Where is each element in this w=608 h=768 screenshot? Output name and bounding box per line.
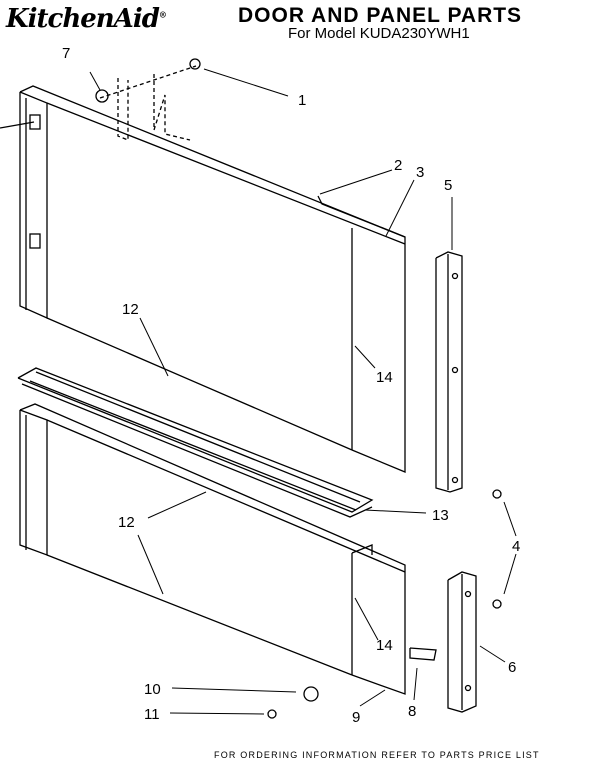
callout-12a: 12	[122, 301, 139, 318]
callout-2: 2	[394, 157, 402, 174]
callout-9: 9	[352, 709, 360, 726]
callout-10: 10	[144, 681, 161, 698]
brand-logo: KitchenAid®	[6, 4, 167, 34]
callout-13: 13	[432, 507, 449, 524]
panel-strip	[317, 195, 406, 238]
callout-11: 11	[144, 706, 160, 723]
callout-1: 1	[298, 92, 306, 109]
screw-parts	[95, 58, 502, 719]
lower-door-panel	[19, 403, 406, 695]
brand-text: KitchenAid	[6, 4, 160, 34]
callout-4: 4	[512, 538, 520, 555]
trim-strip	[17, 367, 374, 518]
upper-door-panel	[0, 85, 406, 473]
callout-14b: 14	[376, 637, 393, 654]
callout-8: 8	[408, 703, 416, 720]
hinge-bracket	[99, 65, 197, 141]
callout-6: 6	[508, 659, 516, 676]
side-bracket-lower	[447, 571, 477, 713]
leader-lines	[89, 68, 517, 715]
model-subtitle: For Model KUDA230YWH1	[288, 25, 470, 42]
page-title: DOOR AND PANEL PARTS	[238, 4, 523, 27]
callout-3: 3	[416, 164, 424, 181]
callout-12b: 12	[118, 514, 135, 531]
callout-5: 5	[444, 177, 452, 194]
callout-labels: 1 2 3 4 5 6 7 8 9 10 11 12 12 13 14 14	[62, 45, 520, 726]
side-bracket-upper	[435, 251, 463, 493]
ordering-note: FOR ORDERING INFORMATION REFER TO PARTS …	[214, 750, 540, 760]
callout-7: 7	[62, 45, 70, 62]
callout-14a: 14	[376, 369, 393, 386]
panel-clip	[409, 647, 437, 661]
